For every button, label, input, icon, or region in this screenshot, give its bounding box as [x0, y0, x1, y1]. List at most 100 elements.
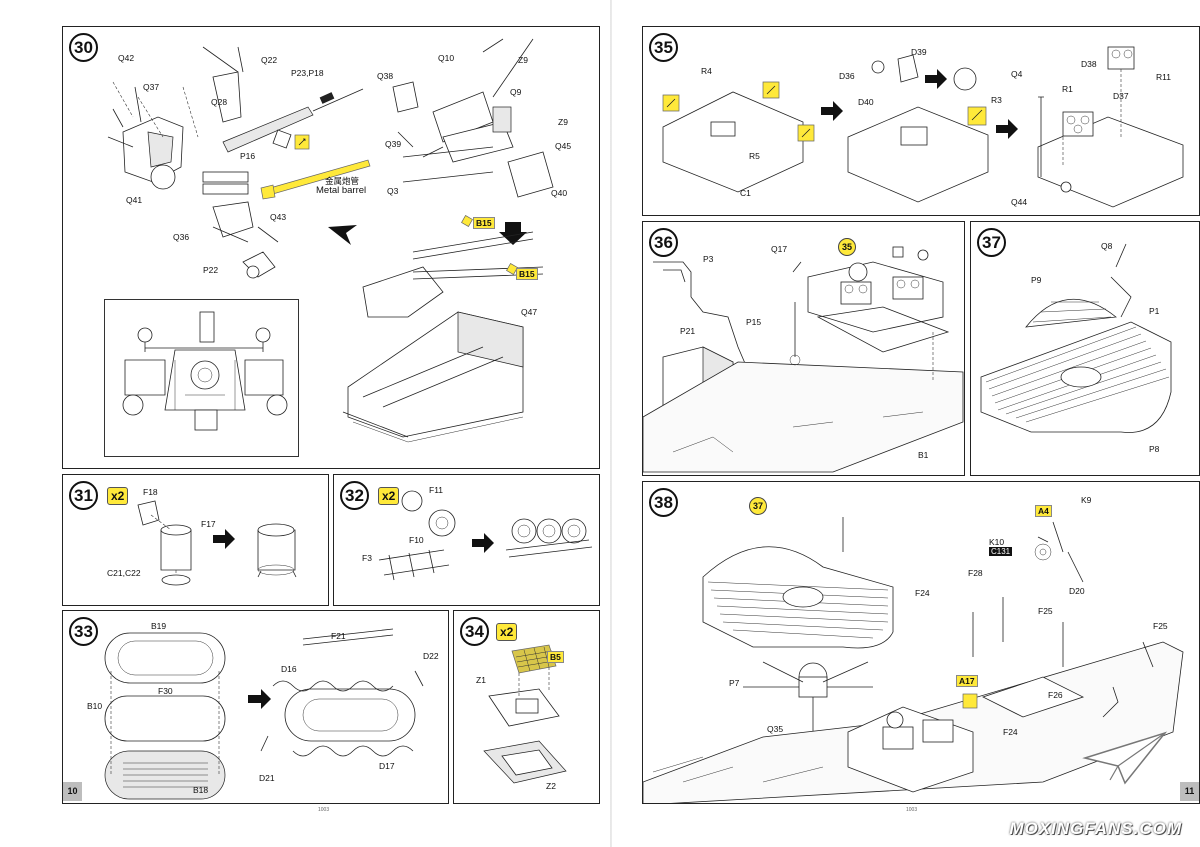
part-label: R5	[749, 151, 760, 161]
footer-code: 1003	[318, 807, 330, 813]
part-label: D20	[1069, 586, 1085, 596]
step-number: 36	[649, 228, 678, 257]
part-label: Z2	[546, 781, 556, 791]
part-label: C21,C22	[107, 568, 141, 578]
step-number: 33	[69, 617, 98, 646]
part-label: D36	[839, 71, 855, 81]
part-label: F18	[143, 487, 158, 497]
step-number: 30	[69, 33, 98, 62]
part-label: Q17	[771, 244, 788, 254]
part-label: Q40	[551, 188, 568, 198]
step-37-panel: 37 Q8 P9 P1 P8	[970, 221, 1200, 476]
part-label: Z9	[518, 55, 528, 65]
part-label: Q35	[767, 724, 784, 734]
step-ref-35: 35	[838, 238, 856, 256]
part-label: Q42	[118, 53, 135, 63]
step-number: 32	[340, 481, 369, 510]
part-label: F25	[1153, 621, 1168, 631]
part-label: C1	[740, 188, 751, 198]
part-label: R4	[701, 66, 712, 76]
part-label: Q36	[173, 232, 190, 242]
part-label: P16	[240, 151, 256, 161]
part-label: R11	[1156, 72, 1171, 82]
part-label: B10	[87, 701, 103, 711]
part-label: P7	[729, 678, 740, 688]
part-label: F3	[362, 553, 372, 563]
part-label: Q47	[521, 307, 538, 317]
paper-plane-logo	[1082, 731, 1168, 785]
part-label: Q41	[126, 195, 143, 205]
step-34-panel: 34 x2 B5 Z1 Z2	[453, 610, 600, 804]
part-ref-b15: B15	[516, 268, 538, 280]
part-label: F30	[158, 686, 173, 696]
part-label: P1	[1149, 306, 1160, 316]
watermark: MOXINGFANS.COM	[1009, 819, 1182, 838]
multiplier-badge: x2	[496, 623, 518, 641]
step-ref-37: 37	[749, 497, 767, 515]
part-label: F24	[915, 588, 930, 598]
right-instruction-page: 35 R4 R5 C1 D39 D36 D40 Q4 R3 D38 R11 R1…	[612, 0, 1200, 847]
part-label: K10	[989, 537, 1005, 547]
part-ref-a17: A17	[956, 675, 978, 687]
part-label: Q3	[387, 186, 399, 196]
part-label: F24	[1003, 727, 1018, 737]
step-31-panel: 31 x2 F18 F17 C21,C22	[62, 474, 329, 606]
part-label: Q4	[1011, 69, 1023, 79]
step-33-panel: 33 B19 F30 B10 B18 F21 D16 D22 D21 D17 1…	[62, 610, 449, 804]
left-instruction-page: 30 Q42 Q37 Q41 Q28 Q22 P23,P18 P16 Q36 Q…	[62, 26, 600, 813]
step-38-panel: 38 37 A4 K9 K10 C131 F28 F24 F25 D20 F25…	[642, 481, 1200, 804]
part-label: D38	[1081, 59, 1097, 69]
part-label: Q28	[211, 97, 228, 107]
part-label: Q37	[143, 82, 160, 92]
part-label: R1	[1062, 84, 1073, 94]
part-label: B18	[193, 785, 209, 795]
part-label: P8	[1149, 444, 1160, 454]
step-30-detail-inset	[104, 299, 299, 457]
part-label: Q39	[385, 139, 402, 149]
part-label: D16	[281, 664, 297, 674]
page-number: 10	[63, 782, 82, 801]
part-label: D22	[423, 651, 439, 661]
part-label: D21	[259, 773, 275, 783]
part-label: Q43	[270, 212, 287, 222]
part-label: P21	[680, 326, 696, 336]
part-ref-b15: B15	[473, 217, 495, 229]
part-label: F25	[1038, 606, 1053, 616]
part-label: K9	[1081, 495, 1092, 505]
part-label: B19	[151, 621, 167, 631]
part-label: D37	[1113, 91, 1129, 101]
multiplier-badge: x2	[107, 487, 129, 505]
barrel-label-cn: 金属炮管	[325, 176, 360, 186]
part-label: P15	[746, 317, 762, 327]
step-30-diagram	[107, 38, 554, 443]
step-number: 31	[69, 481, 98, 510]
step-number: 37	[977, 228, 1006, 257]
part-label: Q45	[555, 141, 572, 151]
part-label: Q9	[510, 87, 522, 97]
step-number: 34	[460, 617, 489, 646]
step-35-panel: 35 R4 R5 C1 D39 D36 D40 Q4 R3 D38 R11 R1…	[642, 26, 1200, 216]
step-32-panel: 32 x2 F11 F10 F3	[333, 474, 600, 606]
part-label: Q44	[1011, 197, 1028, 207]
part-ref-c131: C131	[989, 547, 1013, 556]
part-label: F11	[429, 485, 444, 495]
part-label: F28	[968, 568, 983, 578]
part-label: Z1	[476, 675, 486, 685]
part-label: F10	[409, 535, 424, 545]
part-label: P23,P18	[291, 68, 324, 78]
part-label: F26	[1048, 690, 1063, 700]
part-label: Q38	[377, 71, 394, 81]
barrel-label-en: Metal barrel	[316, 185, 367, 196]
multiplier-badge: x2	[378, 487, 400, 505]
step-number: 35	[649, 33, 678, 62]
step-36-panel: 36 P3 Q17 35 P21 P15 B1	[642, 221, 965, 476]
part-label: Q10	[438, 53, 455, 63]
page-number: 11	[1180, 782, 1199, 801]
part-label: Q22	[261, 55, 278, 65]
step-number: 38	[649, 488, 678, 517]
footer-code: 1003	[906, 807, 918, 813]
part-label: P9	[1031, 275, 1042, 285]
part-label: F21	[331, 631, 346, 641]
part-label: Q8	[1101, 241, 1113, 251]
part-label: D39	[911, 47, 927, 57]
